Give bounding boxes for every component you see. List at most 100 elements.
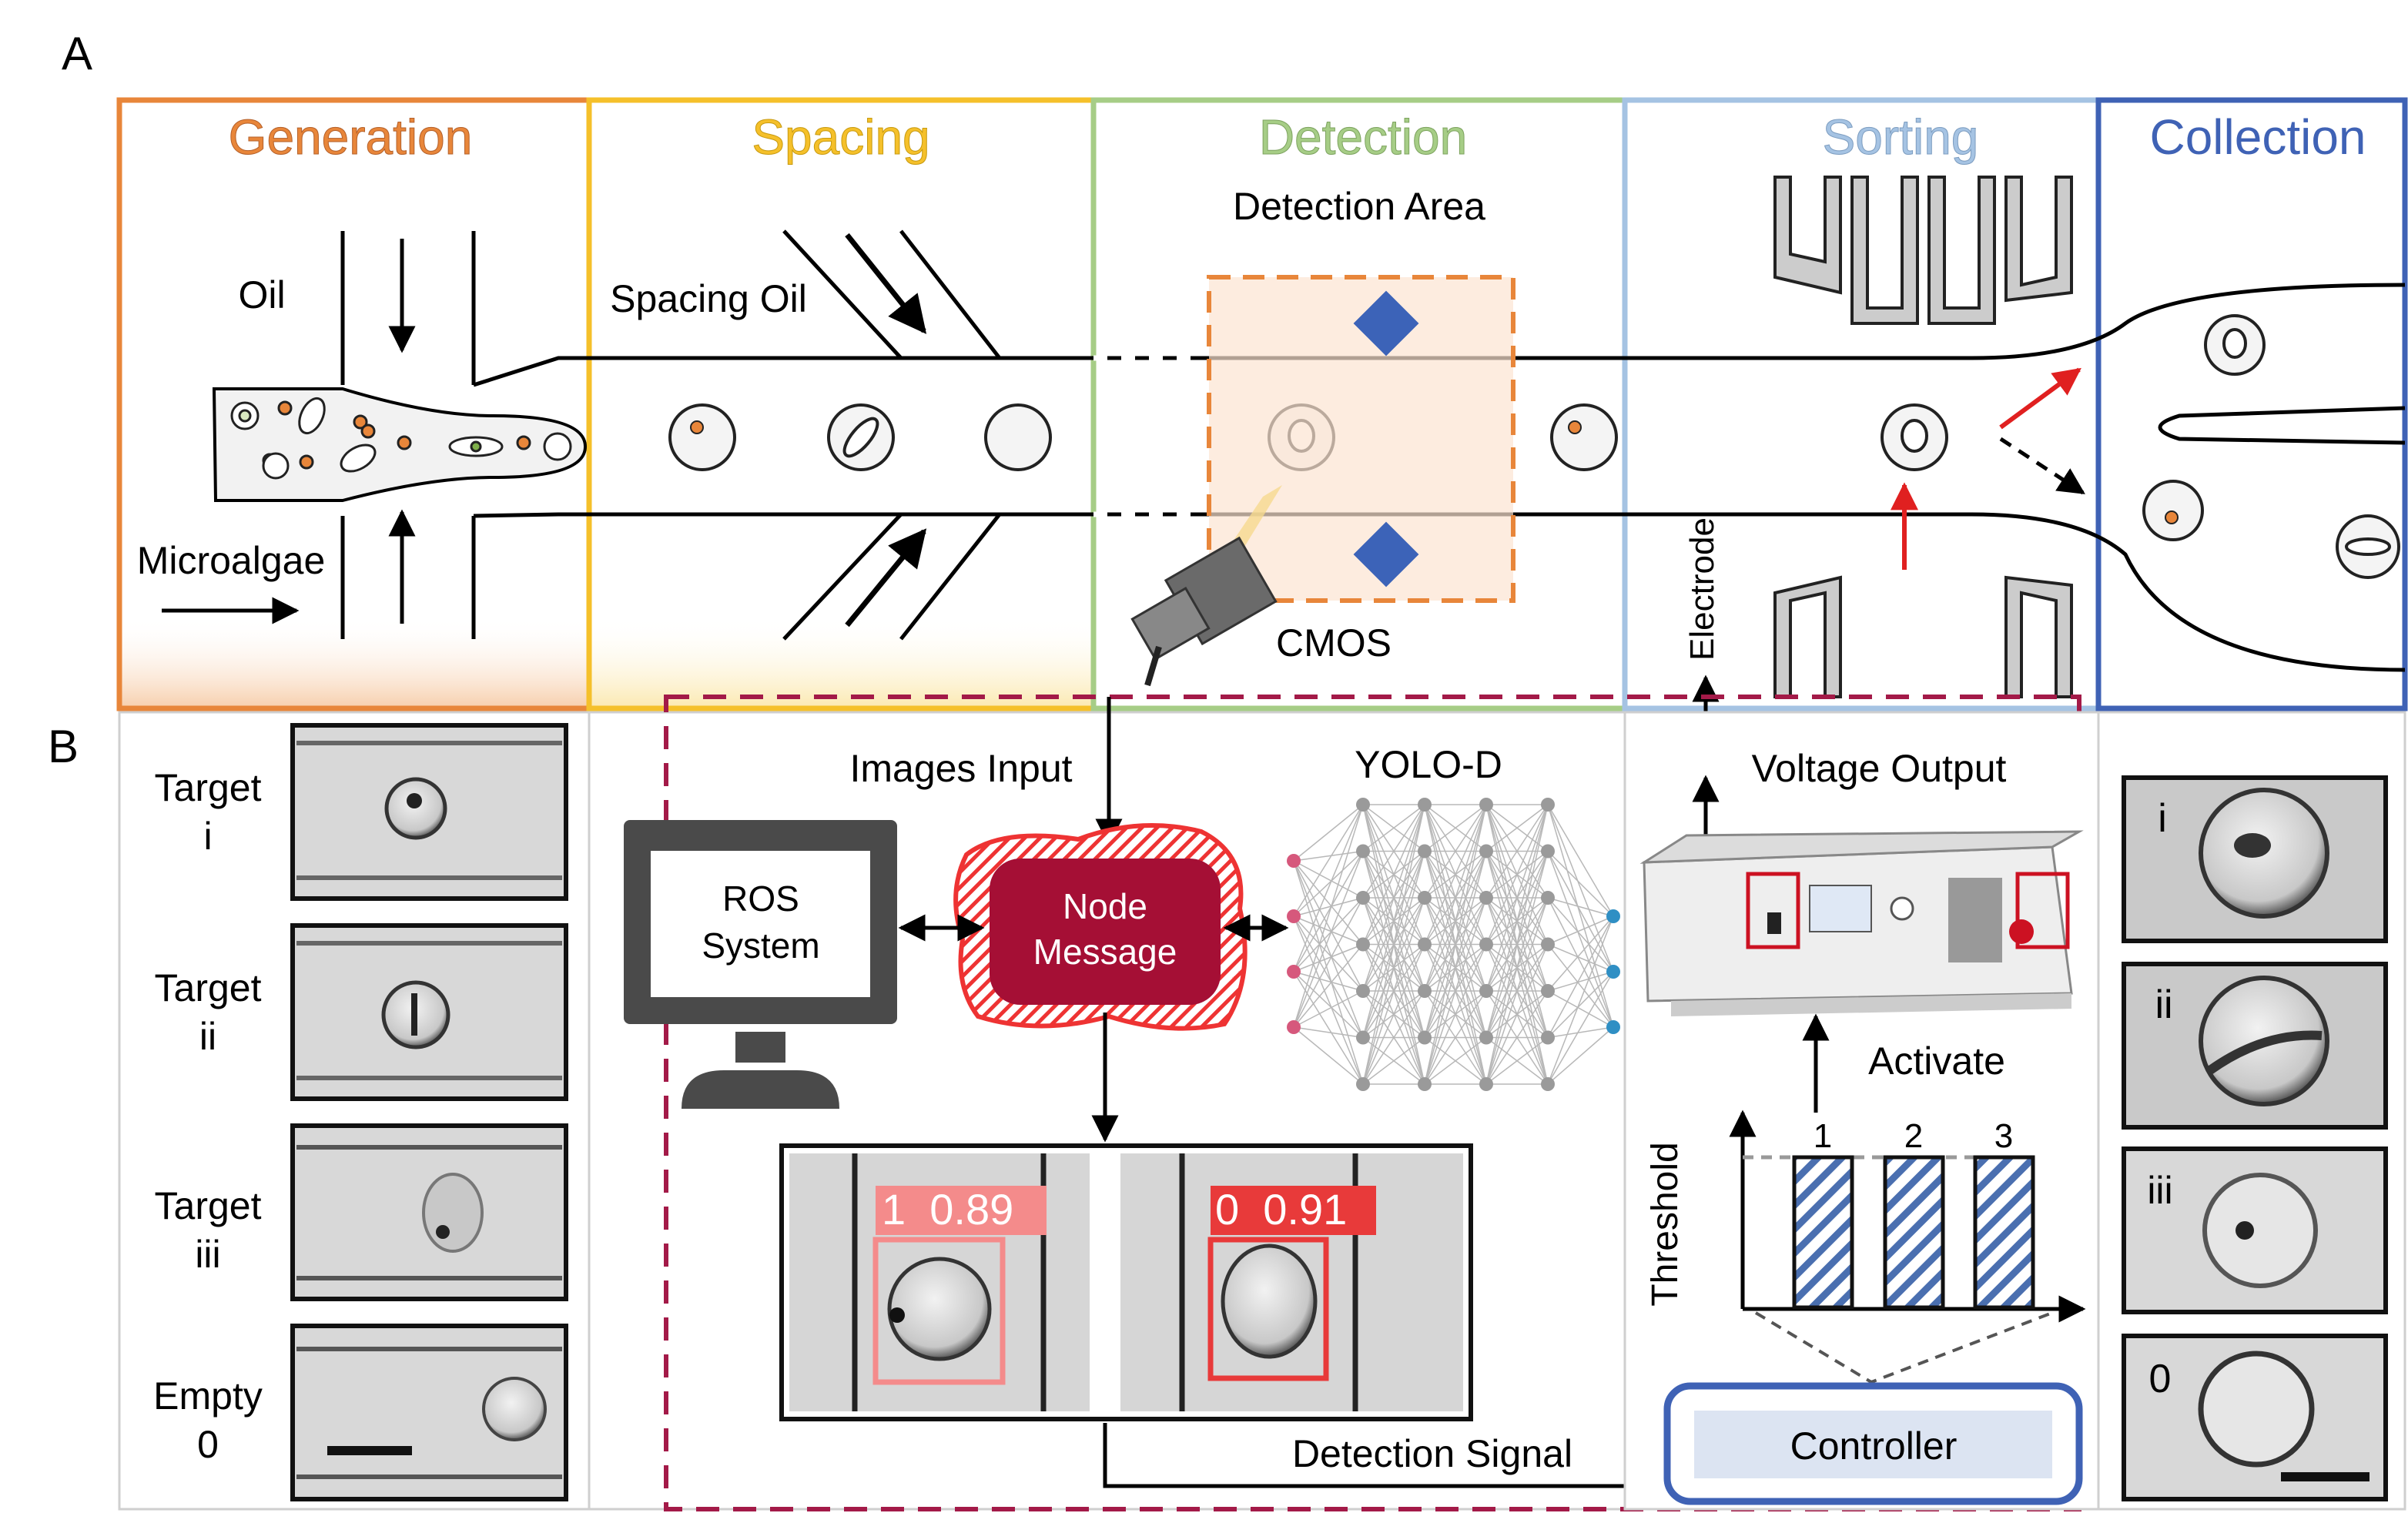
network-edge [1547,804,1614,917]
ros-line1: ROS [722,879,799,919]
images-input-label: Images Input [849,747,1072,790]
network-edge [1424,990,1487,1085]
network-edge [1362,897,1425,1085]
network-edge [1293,897,1364,917]
network-edge [1547,851,1614,972]
network-edge [1293,860,1364,1038]
spacing-box [586,97,1097,711]
network-node [1287,854,1301,868]
network-edge [1485,804,1549,945]
network-edge [1293,851,1364,1028]
scale-bar-b [327,1446,412,1455]
network-edge [1293,944,1364,1028]
threshold-label: Threshold [1645,1142,1686,1306]
controller-funnel [1754,1311,2053,1384]
network-node [1356,984,1370,998]
network-edge [1547,851,1614,1028]
stage-title-spacing: Spacing [752,109,929,165]
network-edge [1547,990,1614,1028]
detection-label-1: 1 0.89 [882,1185,1013,1233]
network-edge [1424,804,1487,899]
network-node [1287,909,1301,923]
network-edge [1547,1026,1614,1039]
scale-bar-e [2281,1472,2369,1481]
network-edge [1293,1026,1364,1085]
network-node [1356,937,1370,952]
cmos-camera-icon [1130,485,1282,687]
network-edge [1362,944,1425,1085]
network-edge [1485,804,1549,992]
network-node [1606,965,1620,979]
network-edge [1293,804,1364,917]
stage-title-detection: Detection [1259,109,1467,165]
network-edge [1293,1026,1364,1039]
network-edge [1547,915,1614,992]
network-edge [1547,915,1614,1038]
network-node [1479,1077,1493,1091]
network-node [1356,1077,1370,1091]
network-edge [1293,804,1364,1028]
network-edge [1293,897,1364,1028]
network-edge [1293,860,1364,899]
network-edge [1547,897,1614,972]
detection-image-1 [789,1153,1090,1411]
target-ii-line1: Target [155,966,262,1009]
network-node [1541,1030,1555,1045]
panel-b-micrographs [290,723,568,1501]
network-node [1356,798,1370,812]
network-edge [1547,971,1614,992]
network-node [1479,1030,1493,1045]
network-node [1418,1030,1432,1045]
collected-droplets [2142,314,2400,579]
network-edge [1547,897,1614,917]
network-node [1356,1030,1370,1045]
detection-label-2: 0 0.91 [1215,1185,1347,1233]
target-iii-line1: Target [155,1184,262,1227]
voltage-output-label: Voltage Output [1752,747,2007,790]
network-node [1479,798,1493,812]
panel-label-a: A [62,28,92,79]
network-node [1287,1020,1301,1034]
network-edge [1362,804,1425,899]
bar-label-1: 1 [1814,1117,1832,1155]
collection-box [2095,97,2408,711]
network-edge [1485,804,1549,852]
network-node [1418,984,1432,998]
bar-2 [1883,1155,1945,1310]
network-edge [1485,990,1549,1085]
threshold-bars [1792,1155,2035,1310]
bar-3 [1973,1155,2035,1310]
bar-1 [1792,1155,1854,1310]
network-edge [1293,860,1364,992]
network-edge [1293,971,1364,992]
ros-line2: System [702,926,819,966]
network-edge [1424,897,1487,1085]
detection-signal-label: Detection Signal [1292,1432,1572,1475]
electrode-label: Electrode [1683,517,1721,661]
network-node [1418,844,1432,859]
oil-label: Oil [238,273,285,316]
network-edge [1424,804,1487,1038]
spacing-oil-label: Spacing Oil [610,277,807,320]
network-edge [1362,1036,1425,1085]
detection-area-label: Detection Area [1233,185,1485,228]
detection-image-2 [1120,1153,1463,1411]
network-node [1541,798,1555,812]
network-edge [1424,851,1487,1085]
stage-title-generation: Generation [229,109,473,165]
node-message [990,859,1221,1005]
network-node [1479,937,1493,952]
inlet-cells [230,397,572,480]
network-edge [1424,804,1487,945]
network-edge [1362,804,1425,1038]
network-edge [1293,897,1364,972]
network-edge [1424,804,1487,852]
network-edge [1547,971,1614,1039]
target-i-line2: i [203,815,212,858]
microalgae-label: Microalgae [137,539,326,582]
network-edge [1485,897,1549,1085]
activate-label: Activate [1868,1039,2005,1083]
network-edge [1293,804,1364,972]
network-node [1541,844,1555,859]
bar-label-2: 2 [1904,1117,1923,1155]
